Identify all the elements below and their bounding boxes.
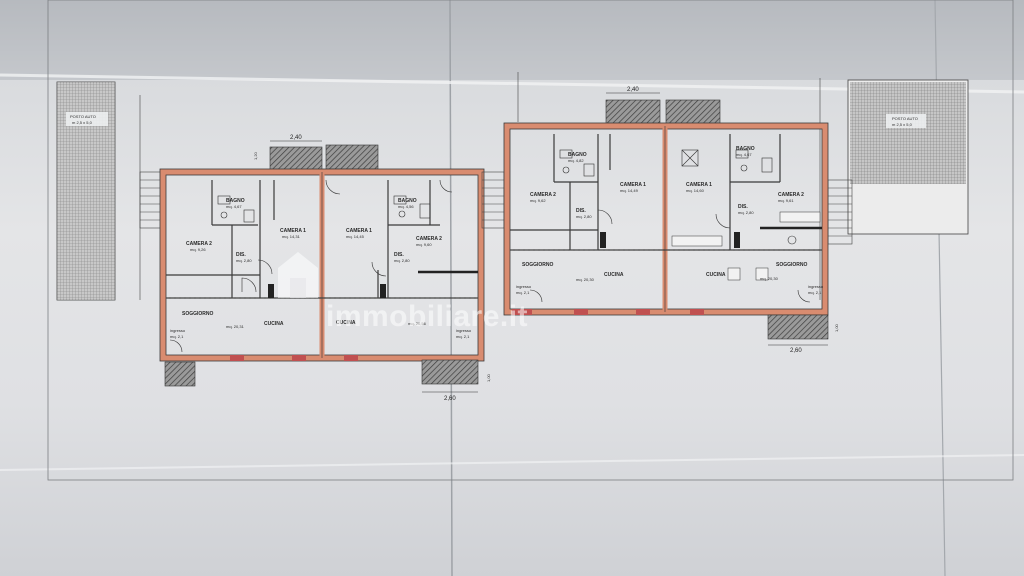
stairs-right-a (827, 179, 853, 245)
room-area: mq. 2,80 (738, 210, 754, 215)
entry-step (164, 361, 196, 387)
room-camera1: CAMERA 1 (686, 182, 712, 188)
entry-area: mq. 2,1 (170, 334, 184, 339)
right-plan: POSTO AUTO m 2,5 x 5,0 2,40 (503, 72, 969, 354)
room-soggiorno: SOGGIORNO (522, 262, 554, 268)
room-bagno: BAGNO (736, 146, 755, 152)
entry-label: ingresso (516, 284, 532, 289)
dim-side-height: 1,20 (253, 151, 258, 160)
room-bagno: BAGNO (568, 152, 587, 158)
dim-right-offset: 1,00 (486, 373, 491, 382)
room-camera1: CAMERA 1 (620, 182, 646, 188)
entry-step (421, 359, 479, 385)
dim-right-offset: 1,00 (834, 323, 839, 332)
car-spot-size: m 2,5 x 5,0 (72, 120, 93, 125)
room-soggiorno: SOGGIORNO (182, 311, 214, 317)
room-area: mq. 2,80 (236, 258, 252, 263)
room-cucina: CUCINA (336, 320, 356, 326)
room-area: mq. 20,30 (576, 277, 595, 282)
room-area: mq. 14,45 (346, 234, 365, 239)
room-area: mq. 4,82 (568, 158, 584, 163)
room-camera2: CAMERA 2 (416, 236, 442, 242)
terrace-block (665, 99, 721, 127)
room-area: mq. 20,31 (226, 324, 245, 329)
room-cucina: CUCINA (706, 272, 726, 278)
room-dis: DIS. (394, 252, 404, 258)
room-dis: DIS. (738, 204, 748, 210)
entry-label: ingresso (170, 328, 186, 333)
room-camera2: CAMERA 2 (778, 192, 804, 198)
room-area: mq. 9,61 (778, 198, 794, 203)
room-area: mq. 14,60 (686, 188, 705, 193)
terrace-block (325, 144, 379, 170)
room-area: mq. 14,31 (282, 234, 301, 239)
car-spot-title: POSTO AUTO (892, 116, 918, 121)
car-spot-title: POSTO AUTO (70, 114, 96, 119)
room-dis: DIS. (236, 252, 246, 258)
room-area: mq. 2,80 (394, 258, 410, 263)
dim-bottom-width: 2,60 (790, 348, 802, 354)
room-area: mq. 2,80 (576, 214, 592, 219)
room-cucina: CUCINA (604, 272, 624, 278)
room-bagno: BAGNO (398, 198, 417, 204)
room-bagno: BAGNO (226, 198, 245, 204)
room-area: mq. 4,67 (226, 204, 242, 209)
room-dis: DIS. (576, 208, 586, 214)
room-area: mq. 14,49 (620, 188, 639, 193)
room-area: mq. 20,30 (760, 276, 779, 281)
room-area: mq. 9,60 (416, 242, 432, 247)
car-spot-size: m 2,5 x 5,0 (892, 122, 913, 127)
entry-area: mq. 2,1 (456, 334, 470, 339)
room-camera2: CAMERA 2 (530, 192, 556, 198)
terrace-block (605, 99, 661, 127)
room-area: mq. 4,56 (398, 204, 414, 209)
stairs-left (139, 171, 163, 229)
entry-area: mq. 2,1 (808, 290, 822, 295)
room-area: mq. 9,26 (190, 247, 206, 252)
room-cucina: CUCINA (264, 321, 284, 327)
left-plan: POSTO AUTO m 2,5 x 5,0 2,40 1,20 (56, 81, 505, 402)
watermark: immobiliare.it (278, 252, 528, 333)
stairs-right (481, 171, 505, 229)
dim-top-width: 2,40 (290, 135, 302, 141)
entry-label: ingresso (456, 328, 472, 333)
room-soggiorno: SOGGIORNO (776, 262, 808, 268)
dim-top-width: 2,40 (627, 87, 639, 93)
entry-area: mq. 2,1 (516, 290, 530, 295)
terrace-block (269, 146, 323, 172)
dim-bottom-width: 2,60 (444, 396, 456, 402)
room-area: mq. 4,67 (736, 152, 752, 157)
room-camera1: CAMERA 1 (280, 228, 306, 234)
entry-step (767, 314, 829, 340)
room-area: mq. 20,56 (408, 321, 427, 326)
watermark-text: immobiliare.it (326, 300, 528, 333)
room-area: mq. 9,62 (530, 198, 546, 203)
entry-label: ingresso (808, 284, 824, 289)
room-camera1: CAMERA 1 (346, 228, 372, 234)
room-camera2: CAMERA 2 (186, 241, 212, 247)
